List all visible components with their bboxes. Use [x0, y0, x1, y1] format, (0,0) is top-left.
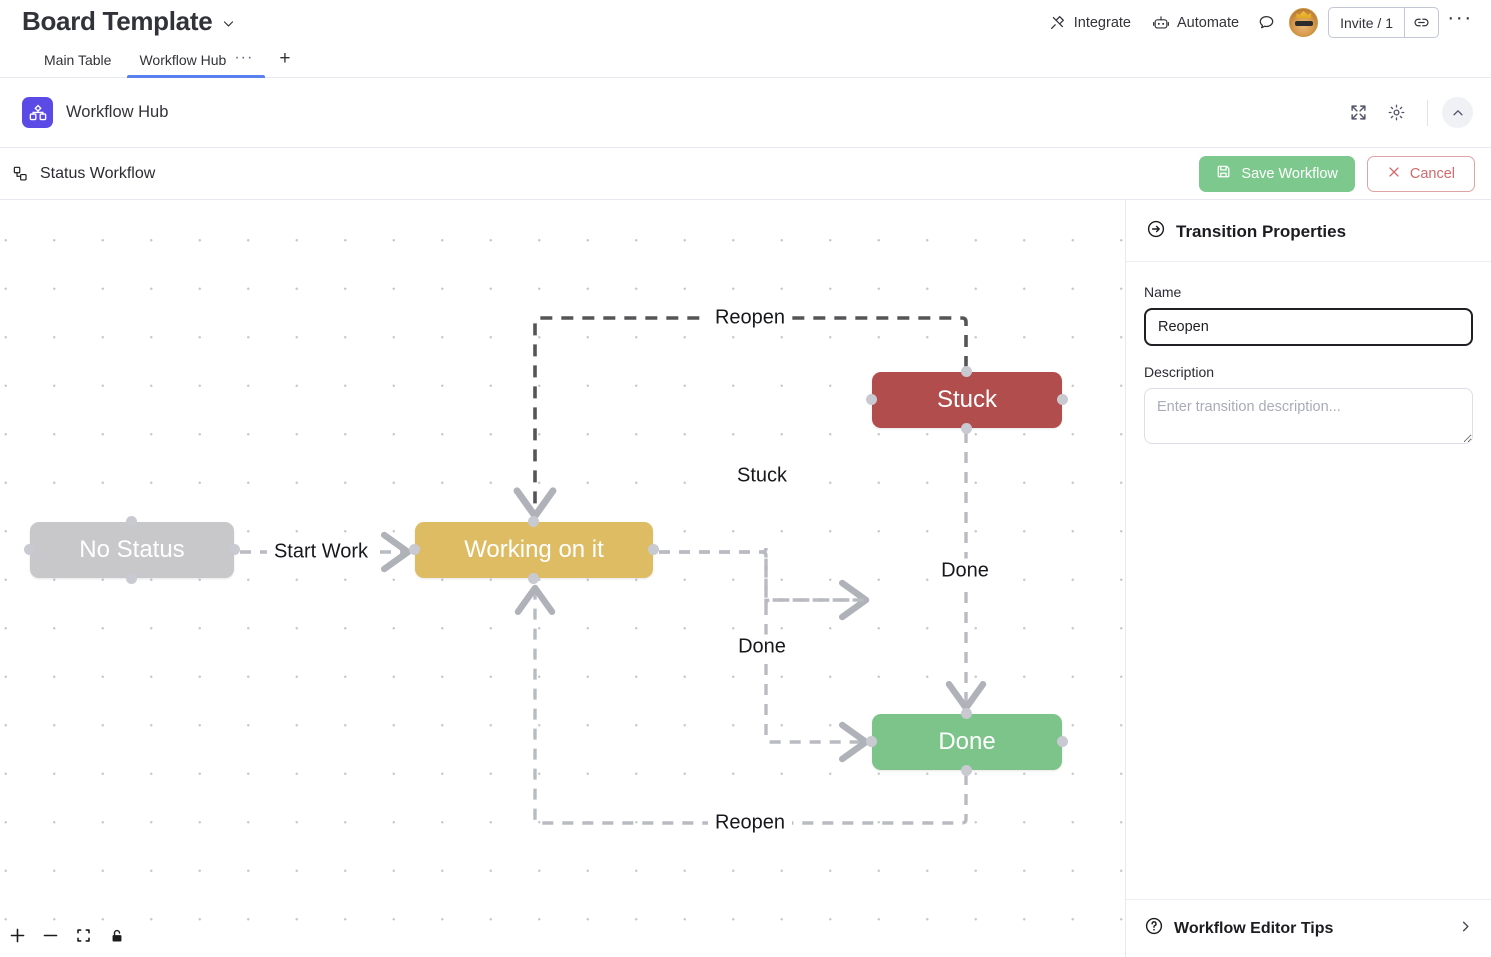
robot-icon	[1151, 13, 1170, 32]
edge-to-stuck[interactable]	[659, 547, 870, 621]
chat-bubble-icon[interactable]	[1249, 8, 1283, 38]
save-workflow-button[interactable]: Save Workflow	[1199, 155, 1355, 192]
chevron-right-icon	[1458, 919, 1473, 939]
handle-right[interactable]	[229, 544, 240, 555]
edge-label-done-reopen[interactable]: Reopen	[707, 810, 793, 836]
workflow-hub-logo-icon	[22, 97, 53, 128]
more-horizontal-icon[interactable]: ···	[1447, 6, 1473, 29]
workflow-hub-title: Workflow Hub	[66, 103, 169, 121]
cancel-button[interactable]: Cancel	[1366, 155, 1475, 192]
top-bar: Board Template Integrate Auto	[0, 0, 1491, 45]
edge-label-stuck-done[interactable]: Done	[934, 558, 996, 584]
panel-body: Name Description	[1126, 262, 1491, 899]
transition-description-input[interactable]	[1144, 388, 1473, 444]
gear-icon[interactable]	[1379, 96, 1413, 130]
zoom-out-icon[interactable]	[37, 922, 64, 949]
node-stuck-label: Stuck	[936, 386, 998, 413]
handle-right[interactable]	[1057, 394, 1068, 405]
canvas-controls	[4, 922, 130, 949]
handle-top[interactable]	[528, 516, 539, 527]
integrate-button[interactable]: Integrate	[1038, 7, 1141, 38]
workflow-save-actions: Save Workflow Cancel	[1199, 155, 1475, 192]
sunglasses-icon	[1294, 21, 1313, 26]
save-disk-icon	[1216, 164, 1232, 184]
invite-button[interactable]: Invite / 1	[1340, 14, 1393, 31]
edge-label-stuck-reopen[interactable]: Reopen	[707, 305, 793, 331]
invite-group: Invite / 1	[1328, 7, 1439, 38]
transition-properties-panel: Transition Properties Name Description W…	[1125, 200, 1491, 957]
panel-title: Transition Properties	[1176, 221, 1347, 241]
question-circle-icon	[1144, 916, 1164, 941]
node-working-on-it-label: Working on it	[464, 536, 604, 563]
workflow-hub-actions	[1341, 96, 1473, 130]
tab-workflow-hub-label: Workflow Hub	[139, 52, 227, 68]
node-working-on-it[interactable]: Working on it	[409, 516, 659, 584]
workflow-canvas[interactable]: No Status Working on it Stuck Done Start…	[0, 200, 1125, 957]
zoom-in-icon[interactable]	[4, 922, 31, 949]
integrate-plug-icon	[1048, 13, 1067, 32]
edge-label-start-work[interactable]: Start Work	[266, 539, 376, 565]
workflow-nodes-icon	[8, 161, 34, 187]
handle-bottom[interactable]	[528, 573, 539, 584]
fit-view-icon[interactable]	[70, 922, 97, 949]
name-label: Name	[1144, 284, 1182, 300]
ellipsis-icon[interactable]: ···	[234, 48, 254, 66]
spacer	[1144, 346, 1473, 364]
handle-left[interactable]	[866, 394, 877, 405]
cancel-label: Cancel	[1409, 165, 1455, 182]
edge-to-done[interactable]	[764, 604, 870, 763]
node-no-status[interactable]: No Status	[24, 516, 240, 584]
status-workflow-title: Status Workflow	[40, 164, 156, 182]
automate-label: Automate	[1177, 14, 1240, 31]
node-done[interactable]: Done	[866, 708, 1068, 776]
expand-fullscreen-icon[interactable]	[1341, 96, 1375, 130]
panel-header: Transition Properties	[1126, 200, 1491, 262]
edge-label-to-done[interactable]: Done	[731, 634, 793, 660]
handle-bottom[interactable]	[126, 573, 137, 584]
handle-left[interactable]	[409, 544, 420, 555]
edge-to-stuck-seg	[659, 550, 866, 602]
integrate-label: Integrate	[1073, 14, 1131, 31]
handle-right[interactable]	[648, 544, 659, 555]
handle-left[interactable]	[24, 544, 35, 555]
handle-right[interactable]	[1057, 736, 1068, 747]
handle-bottom[interactable]	[961, 423, 972, 434]
handle-top[interactable]	[126, 516, 137, 527]
top-bar-actions: Integrate Automate Invite / 1	[1038, 7, 1477, 38]
workflow-editor-tips-button[interactable]: Workflow Editor Tips	[1126, 899, 1491, 957]
workflow-editor-tips-label: Workflow Editor Tips	[1174, 919, 1334, 937]
chevron-down-icon[interactable]	[222, 17, 235, 30]
node-no-status-label: No Status	[79, 536, 185, 563]
divider	[1427, 99, 1428, 126]
lock-icon[interactable]	[103, 922, 130, 949]
handle-bottom[interactable]	[961, 765, 972, 776]
link-icon[interactable]	[1404, 8, 1438, 37]
plus-icon[interactable]: +	[279, 48, 291, 69]
crown-icon	[1296, 11, 1312, 18]
save-workflow-label: Save Workflow	[1241, 165, 1338, 182]
node-done-label: Done	[938, 728, 996, 755]
node-stuck[interactable]: Stuck	[866, 366, 1068, 434]
handle-top[interactable]	[961, 708, 972, 719]
transition-name-input[interactable]	[1144, 308, 1473, 346]
tab-main-table-label: Main Table	[44, 52, 112, 68]
avatar[interactable]	[1289, 8, 1319, 37]
close-x-icon	[1387, 165, 1401, 183]
status-workflow-header: Status Workflow Save Workflow Cancel	[0, 148, 1491, 200]
handle-left[interactable]	[866, 736, 877, 747]
edge-label-to-stuck[interactable]: Stuck	[729, 463, 795, 489]
tab-bar: Main Table Workflow Hub ··· +	[0, 45, 1491, 78]
tab-workflow-hub[interactable]: Workflow Hub ···	[127, 48, 266, 78]
handle-top[interactable]	[961, 366, 972, 377]
arrow-right-circle-icon	[1146, 219, 1166, 244]
description-label: Description	[1144, 364, 1215, 380]
board-title: Board Template	[22, 6, 213, 36]
tab-main-table[interactable]: Main Table	[32, 52, 123, 77]
chevron-up-icon[interactable]	[1442, 97, 1473, 128]
edge-done-reopen[interactable]	[514, 584, 968, 825]
workflow-hub-header: Workflow Hub	[0, 78, 1491, 148]
automate-button[interactable]: Automate	[1141, 7, 1249, 38]
board-title-group[interactable]: Board Template	[22, 6, 235, 37]
